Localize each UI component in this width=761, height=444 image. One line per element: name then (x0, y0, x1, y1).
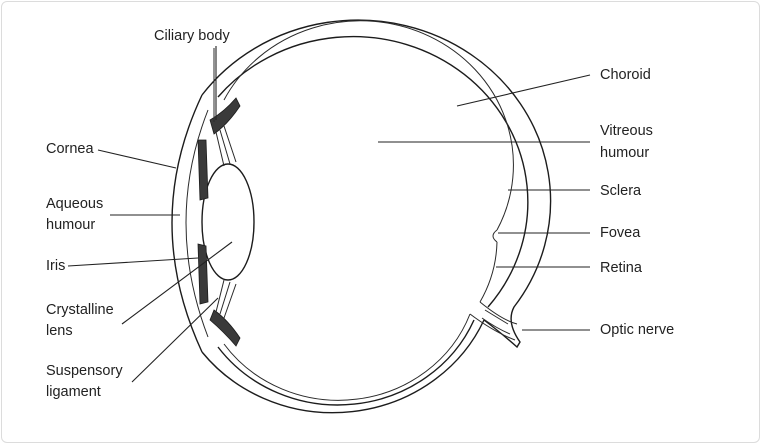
leader-crystalline-lens (121, 241, 233, 325)
label-retina: Retina (600, 260, 643, 276)
retina-outline (223, 20, 514, 401)
label-optic-nerve: Optic nerve (600, 322, 674, 338)
fovea-dip (492, 229, 498, 243)
label-ciliary-body: Ciliary body (154, 28, 230, 44)
label-aqueous-line1: Aqueous (46, 196, 103, 212)
crystalline-lens-shape (201, 163, 255, 281)
ciliary-body-upper (209, 97, 241, 135)
label-cornea: Cornea (46, 141, 94, 157)
optic-nerve (469, 301, 518, 341)
suspensory-ligament-upper (215, 125, 237, 167)
label-lens-line1: Crystalline (46, 302, 114, 318)
label-fovea: Fovea (600, 225, 641, 241)
eyeball (171, 19, 552, 414)
suspensory-ligament-lower (215, 279, 237, 319)
ciliary-body-lower (209, 309, 241, 347)
label-choroid: Choroid (600, 67, 651, 83)
labels: Ciliary body Choroid Cornea Vitreous hum… (46, 28, 674, 400)
leader-choroid (456, 74, 591, 107)
iris-lower (197, 243, 209, 305)
label-vitreous-line2: humour (600, 145, 649, 161)
label-suspensory-line1: Suspensory (46, 363, 123, 379)
label-sclera: Sclera (600, 183, 642, 199)
label-lens-line2: lens (46, 323, 73, 339)
label-vitreous-line1: Vitreous (600, 123, 653, 139)
label-suspensory-line2: ligament (46, 384, 101, 400)
leader-cornea (97, 149, 177, 169)
iris-upper (197, 139, 209, 201)
leader-iris (67, 257, 199, 267)
cornea-outline (171, 94, 203, 353)
sclera-outline (201, 19, 552, 414)
cornea-inner (185, 109, 209, 338)
leader-lines (67, 46, 591, 383)
leader-suspensory-ligament (131, 297, 219, 383)
choroid-outline (217, 35, 529, 406)
label-aqueous-line2: humour (46, 217, 95, 233)
label-iris: Iris (46, 258, 65, 274)
